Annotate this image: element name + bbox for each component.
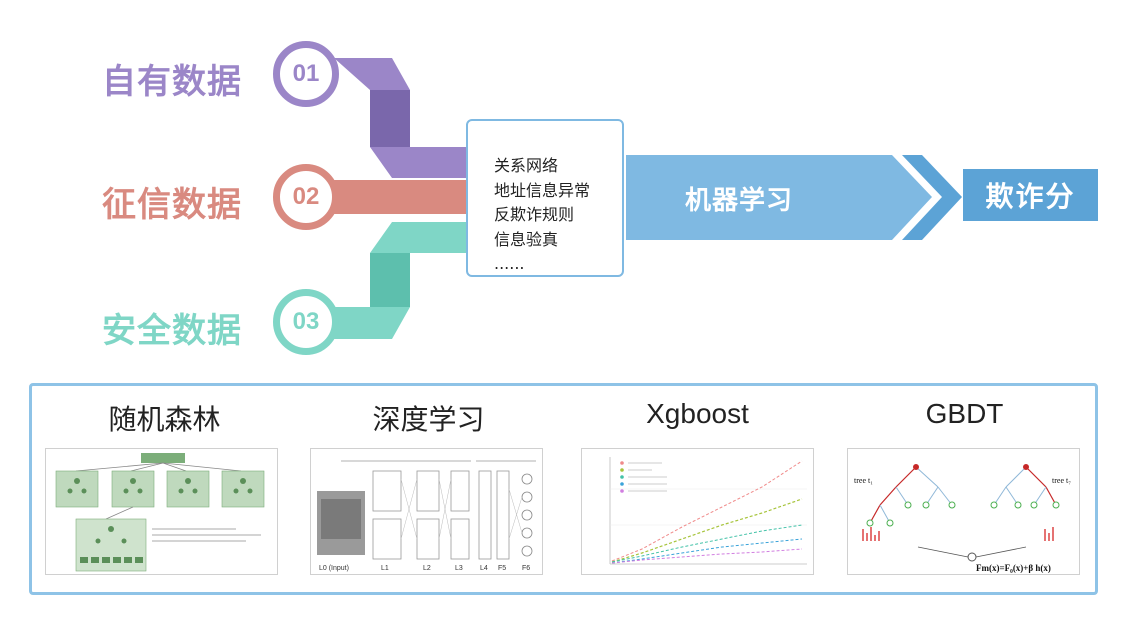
feature-item: 地址信息异常 [494, 180, 591, 200]
ribbon-01-top [334, 58, 410, 90]
deep-network-image: L0 (Input) L1 L2 L3 L4 F5 F6 [310, 448, 543, 575]
model-title-random-forest: 随机森林 [108, 403, 221, 436]
dl-caption: F5 [498, 565, 506, 572]
ribbon-03-bottom [334, 307, 410, 339]
xgboost-plot-image [581, 448, 814, 575]
models-panel [29, 383, 1098, 595]
model-title-gbdt: GBDT [925, 398, 1004, 429]
gbdt-tree-image: tree t₁ tree t₇ Fm(x)=F₀(x)+β h(x) [847, 448, 1080, 575]
flow-diagram [334, 58, 962, 339]
source-label-credit: 征信数据 [102, 185, 242, 225]
dl-caption: L0 (Input) [319, 565, 349, 572]
feature-item: 关系网络 [494, 156, 559, 175]
feature-item: 信息验真 [494, 229, 559, 249]
dl-caption: L2 [423, 565, 431, 572]
ribbon-01-bottom [370, 147, 470, 178]
number-badge-01: 01 [273, 41, 339, 107]
ml-arrow [626, 155, 932, 240]
source-label-own: 自有数据 [102, 62, 242, 102]
model-title-deep-learning: 深度学习 [372, 403, 485, 436]
gbdt-tree-label: tree t₇ [1052, 476, 1071, 485]
ribbon-03-top [370, 222, 470, 253]
number-badge-03: 03 [273, 289, 339, 355]
dl-caption: L1 [381, 565, 389, 572]
feature-item: ...... [494, 254, 525, 273]
dl-caption: F6 [522, 565, 530, 572]
ml-arrow-chevron [902, 155, 962, 240]
features-box: 关系网络 地址信息异常 反欺诈规则 信息验真 ...... [466, 119, 624, 277]
source-label-security: 安全数据 [102, 311, 242, 351]
ribbon-02 [334, 180, 470, 214]
dl-caption: L4 [480, 565, 488, 572]
dl-caption: L3 [455, 565, 463, 572]
ml-label: 机器学习 [685, 186, 794, 216]
gbdt-tree-label: tree t₁ [854, 476, 873, 485]
ribbon-03-vertical [370, 253, 410, 307]
fraud-score-box: 欺诈分 [963, 169, 1098, 221]
random-forest-image [45, 448, 278, 575]
gbdt-formula: Fm(x)=F₀(x)+β h(x) [976, 563, 1051, 573]
feature-item: 反欺诈规则 [494, 205, 575, 224]
model-title-xgboost: Xgboost [646, 398, 749, 429]
number-badge-02: 02 [273, 164, 339, 230]
ribbon-01-vertical [370, 90, 410, 147]
